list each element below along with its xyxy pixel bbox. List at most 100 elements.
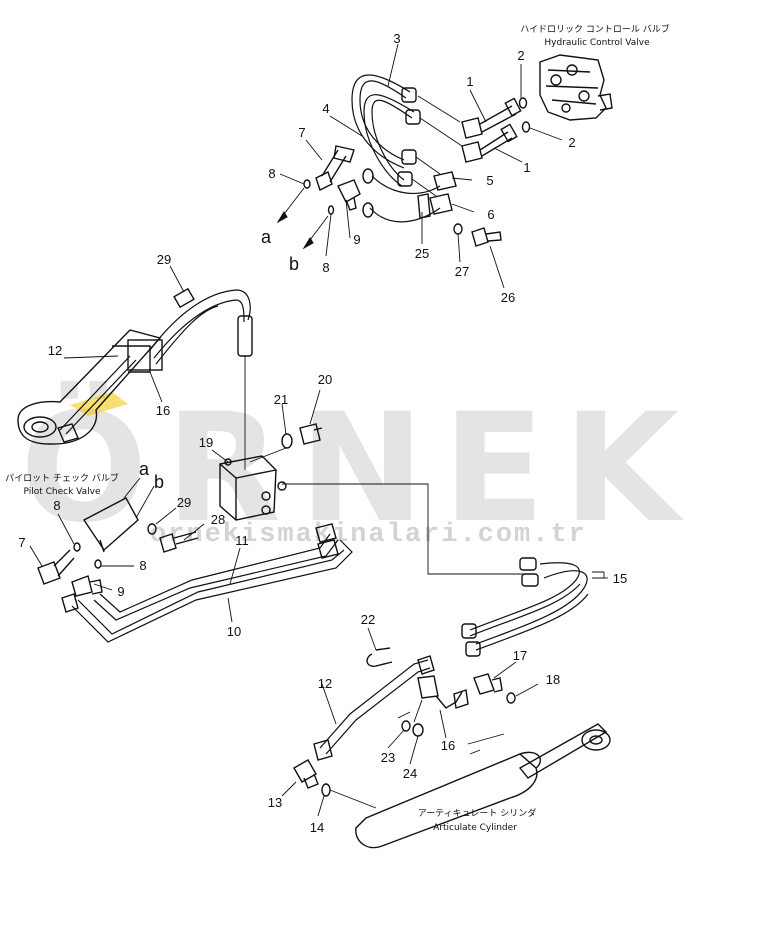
hose-nut [519, 557, 537, 571]
tube-nut [315, 523, 337, 543]
callout-1: 1 [466, 74, 473, 89]
hydraulic-valve-caption-en: Hydraulic Control Valve [544, 38, 650, 48]
callout-9: 9 [117, 584, 124, 599]
callout-20: 20 [318, 372, 332, 387]
clamp-25 [417, 193, 431, 219]
o-ring [521, 121, 531, 133]
elbow-7-left [37, 549, 75, 585]
leader [123, 477, 155, 519]
callout-9: 9 [353, 232, 360, 247]
callout-28: 28 [211, 512, 225, 527]
o-ring [327, 205, 335, 215]
bolt-26 [471, 227, 502, 247]
fitting-9-left [71, 575, 103, 597]
hose-end [57, 423, 79, 443]
hose-nut [461, 623, 477, 639]
callout-26: 26 [501, 290, 515, 305]
callout-4: 4 [322, 101, 329, 116]
hose-nut [397, 171, 413, 187]
callout-29: 29 [157, 252, 171, 267]
callout-10: 10 [227, 624, 241, 639]
o-ring [518, 97, 528, 109]
callout-23: 23 [381, 750, 395, 765]
hose-nut [521, 573, 539, 587]
callout-12: 12 [48, 343, 62, 358]
pilot-check-valve-small [82, 497, 139, 553]
bolt-20 [299, 423, 323, 445]
washer-29 [147, 523, 157, 535]
tubes-10-11 [71, 523, 353, 643]
hoses-15 [461, 557, 605, 657]
callout-8: 8 [268, 166, 275, 181]
callout-25: 25 [415, 246, 429, 261]
elbow-7-top [315, 145, 355, 191]
o-ring-14 [321, 783, 331, 797]
pilot-check-valve-caption-en: Pilot Check Valve [23, 487, 100, 497]
marker-b-top: b [289, 254, 299, 274]
clamp-16-bottom [417, 675, 469, 709]
watermark-accent-shape [70, 392, 128, 416]
fitting-17 [473, 673, 503, 695]
callout-18: 18 [546, 672, 560, 687]
left-cylinder-assembly [17, 329, 163, 445]
hose-nut [465, 641, 481, 657]
hydraulic-control-valve [539, 54, 613, 121]
leader [329, 789, 377, 809]
washer-21 [281, 433, 293, 449]
hose-29 [149, 287, 253, 470]
callout-19: 19 [199, 435, 213, 450]
callout-27: 27 [455, 264, 469, 279]
banjo-ring [362, 168, 374, 184]
hose-nut [237, 315, 253, 357]
block-16 [127, 339, 163, 371]
callout-29: 29 [177, 495, 191, 510]
callout-3: 3 [393, 31, 400, 46]
callout-16: 16 [441, 738, 455, 753]
leader [397, 699, 423, 723]
callout-24: 24 [403, 766, 417, 781]
watermark: ÖRNEK ornekismakinalari.com.tr [20, 380, 679, 556]
callout-22: 22 [361, 612, 375, 627]
hose-nut [401, 87, 417, 103]
callout-1: 1 [523, 160, 530, 175]
hose-nut [405, 109, 421, 125]
o-ring [303, 179, 311, 189]
u-bolt-22 [366, 647, 393, 667]
fitting-9-top [337, 179, 361, 211]
washer-23 [401, 720, 411, 732]
elbow-fitting [461, 97, 522, 163]
o-ring-18 [506, 692, 516, 704]
callout-11: 11 [235, 533, 249, 548]
tube-nut [417, 655, 435, 675]
callout-17: 17 [513, 648, 527, 663]
fitting-5 [433, 171, 457, 191]
callout-6: 6 [487, 207, 494, 222]
leader [249, 447, 287, 463]
hose-nut [401, 149, 417, 165]
callout-2: 2 [517, 48, 524, 63]
callout-leaders [29, 43, 608, 817]
articulate-cylinder-caption-en: Articulate Cylinder [433, 823, 517, 833]
elbow-13 [293, 759, 319, 789]
callout-8: 8 [53, 498, 60, 513]
marker-a-mid: a [139, 459, 150, 479]
watermark-url: ornekismakinalari.com.tr [150, 520, 587, 550]
marker-b-mid: b [154, 472, 164, 492]
callout-21: 21 [274, 392, 288, 407]
callout-15: 15 [613, 571, 627, 586]
callout-12: 12 [318, 676, 332, 691]
callout-8: 8 [139, 558, 146, 573]
o-ring [73, 542, 81, 552]
callout-2: 2 [568, 135, 575, 150]
arrowhead [302, 237, 314, 250]
callout-16: 16 [156, 403, 170, 418]
callout-13: 13 [268, 795, 282, 810]
marker-a-top: a [261, 227, 272, 247]
washer-27 [453, 223, 463, 235]
hose-assembly-top [351, 74, 463, 197]
tube-nut [61, 593, 79, 613]
callout-7: 7 [298, 125, 305, 140]
o-ring [94, 559, 102, 569]
